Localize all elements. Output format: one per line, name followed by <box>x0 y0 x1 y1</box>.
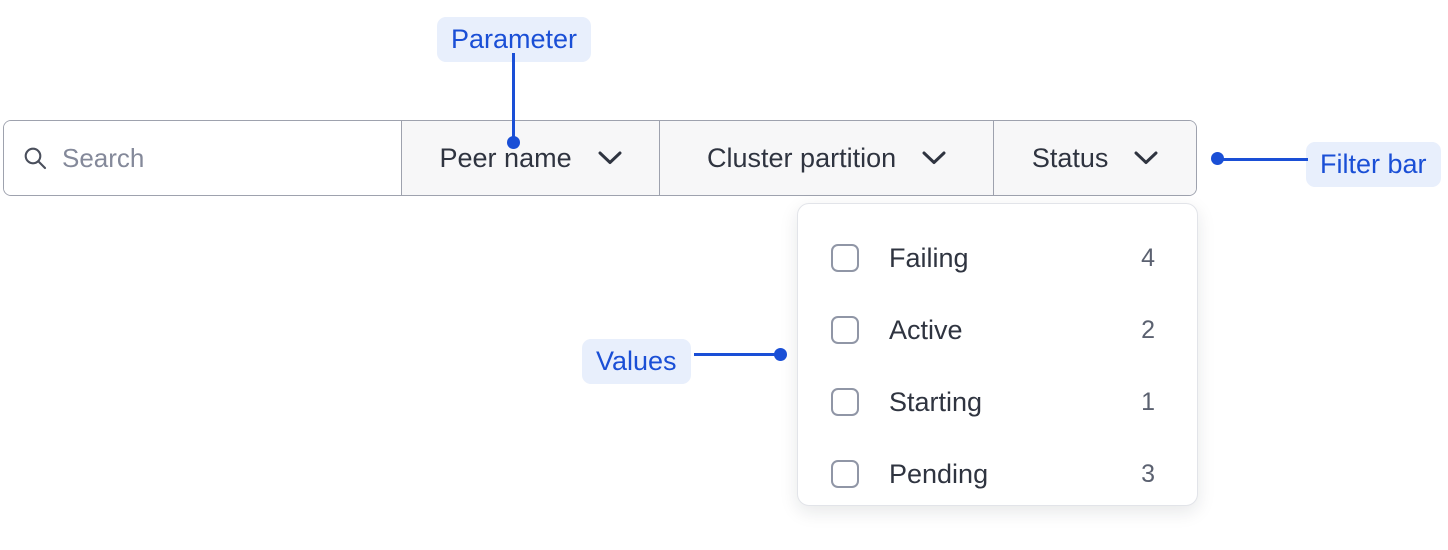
chevron-down-icon <box>598 151 622 164</box>
list-item-label: Active <box>889 314 963 345</box>
list-item-label: Failing <box>889 242 969 273</box>
filter-dropdown-cluster-partition-label: Cluster partition <box>707 142 897 173</box>
annotation-leader-line-parameter <box>512 53 515 142</box>
filter-dropdown-cluster-partition[interactable]: Cluster partition <box>659 121 995 195</box>
list-item-count: 4 <box>1141 243 1155 272</box>
checkbox-starting[interactable] <box>831 388 859 416</box>
chevron-down-icon <box>922 151 946 164</box>
list-item[interactable]: Active 2 <box>798 294 1197 366</box>
filter-bar: Peer name Cluster partition Status <box>3 120 1197 196</box>
filter-dropdown-status[interactable]: Status <box>994 121 1196 195</box>
filter-dropdown-peer-name[interactable]: Peer name <box>402 121 660 195</box>
list-item[interactable]: Pending 3 <box>798 438 1197 510</box>
annotation-label-values: Values <box>582 339 691 384</box>
annotation-dot-parameter <box>507 136 520 149</box>
chevron-down-icon <box>1134 151 1158 164</box>
search-input[interactable] <box>62 142 382 174</box>
list-item-label: Pending <box>889 458 989 489</box>
checkbox-active[interactable] <box>831 316 859 344</box>
list-item-label: Starting <box>889 386 983 417</box>
status-dropdown-panel: Failing 4 Active 2 Starting 1 Pending 3 <box>797 203 1198 506</box>
list-item[interactable]: Starting 1 <box>798 366 1197 438</box>
search-field[interactable] <box>4 121 403 195</box>
list-item-count: 2 <box>1141 315 1155 344</box>
checkbox-failing[interactable] <box>831 244 859 272</box>
annotation-label-filter-bar: Filter bar <box>1306 142 1441 187</box>
list-item-count: 3 <box>1141 459 1155 488</box>
list-item[interactable]: Failing 4 <box>798 222 1197 294</box>
list-item-count: 1 <box>1141 387 1155 416</box>
annotation-leader-line-values <box>694 353 780 356</box>
annotation-dot-values <box>774 348 787 361</box>
filter-dropdown-peer-name-label: Peer name <box>439 142 572 173</box>
checkbox-pending[interactable] <box>831 460 859 488</box>
annotation-dot-filter-bar <box>1211 152 1224 165</box>
search-icon <box>24 147 47 170</box>
annotation-leader-line-filter-bar <box>1222 158 1308 161</box>
filter-dropdown-status-label: Status <box>1031 142 1109 173</box>
